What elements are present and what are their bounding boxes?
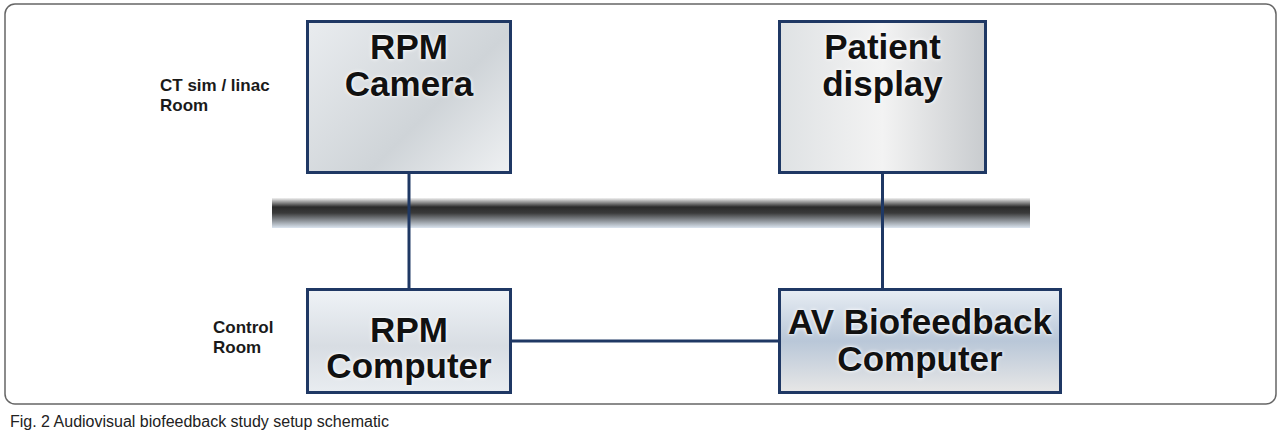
device-box: AV Biofeedback Computer bbox=[778, 288, 1062, 394]
device-box: RPM Camera bbox=[306, 20, 512, 174]
room-label: CT sim / linac Room bbox=[160, 76, 282, 117]
device-box: RPM Computer bbox=[306, 288, 512, 394]
room-label: Control Room bbox=[213, 318, 285, 359]
room-wall-band bbox=[272, 198, 1030, 228]
device-label: Patient display bbox=[787, 29, 978, 103]
cable-line bbox=[881, 174, 884, 288]
device-label: RPM Computer bbox=[315, 312, 503, 386]
figure-frame bbox=[5, 4, 1276, 404]
device-label: AV Biofeedback Computer bbox=[787, 304, 1053, 378]
device-label: RPM Camera bbox=[315, 29, 503, 103]
cable-line bbox=[512, 340, 778, 343]
cable-line bbox=[408, 174, 411, 288]
figure-caption: Fig. 2 Audiovisual biofeedback study set… bbox=[10, 413, 389, 431]
device-box: Patient display bbox=[778, 20, 987, 174]
